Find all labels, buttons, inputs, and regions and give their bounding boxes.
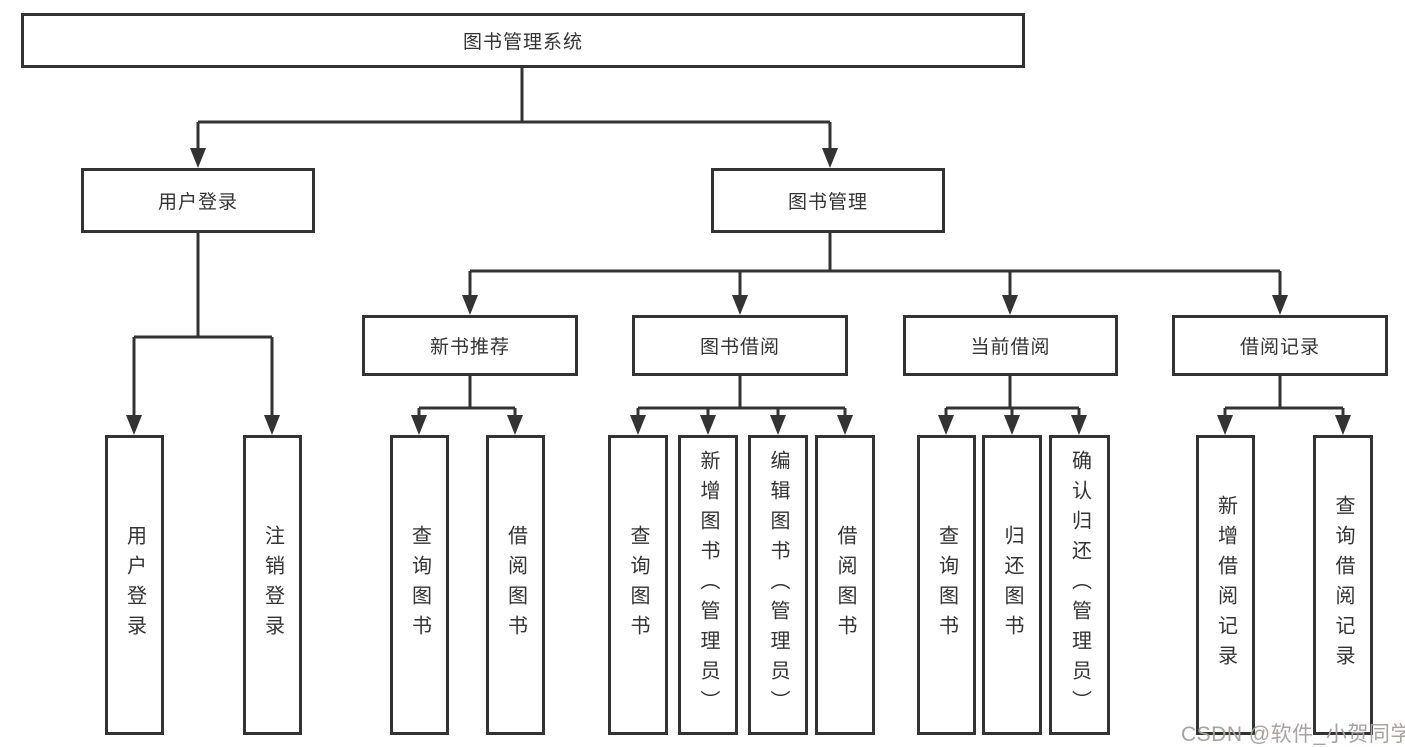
watermark-text: CSDN @软件_小贺同学 <box>1181 723 1405 746</box>
leaf-newrec-borrow-books: 借阅图书 <box>486 435 545 735</box>
leaf-borrow-query-books: 查询图书 <box>608 435 668 735</box>
leaf-borrow-edit-books-admin: 编辑图书（管理员） <box>748 435 808 735</box>
leaf-logout: 注销登录 <box>243 435 302 735</box>
leaf-records-query-record: 查询借阅记录 <box>1313 435 1373 735</box>
leaf-user-login: 用户登录 <box>105 435 164 735</box>
leaf-current-confirm-return-admin: 确认归还（管理员） <box>1049 435 1110 735</box>
node-root: 图书管理系统 <box>21 13 1025 68</box>
node-new-book-recommend: 新书推荐 <box>362 315 578 376</box>
leaf-records-add-record: 新增借阅记录 <box>1196 435 1255 735</box>
leaf-current-query-books: 查询图书 <box>917 435 976 735</box>
leaf-borrow-add-books-admin: 新增图书（管理员） <box>678 435 738 735</box>
node-book-borrowing: 图书借阅 <box>632 315 848 376</box>
node-book-management: 图书管理 <box>711 168 945 233</box>
leaf-newrec-query-books: 查询图书 <box>390 435 449 735</box>
leaf-current-return-books: 归还图书 <box>982 435 1042 735</box>
node-borrowing-records: 借阅记录 <box>1172 315 1388 376</box>
node-current-borrowing: 当前借阅 <box>903 315 1118 376</box>
node-user-login: 用户登录 <box>81 168 315 233</box>
leaf-borrow-borrow-books: 借阅图书 <box>815 435 875 735</box>
